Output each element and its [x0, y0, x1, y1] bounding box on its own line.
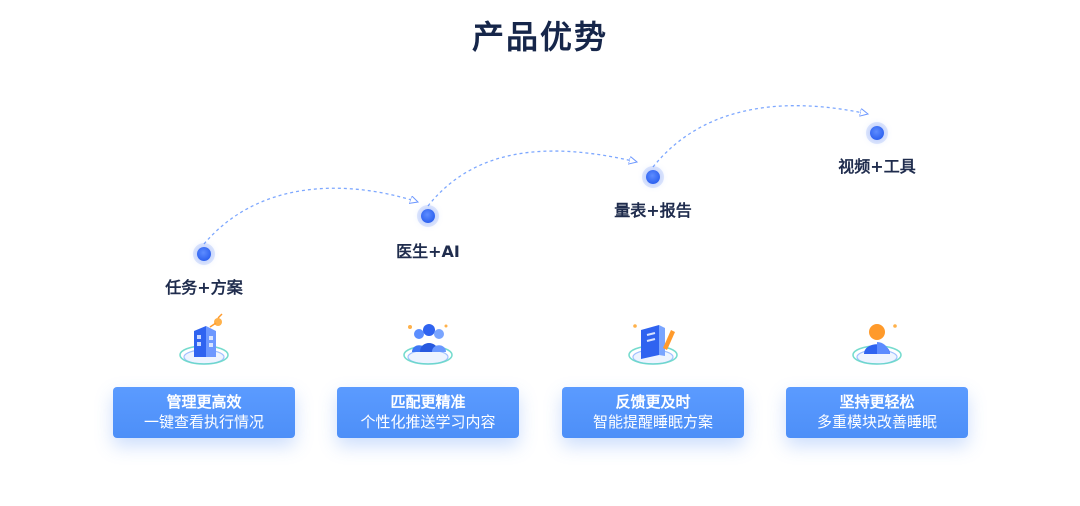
page-title: 产品优势 [471, 18, 608, 56]
advantage-card-1: 管理更高效 一键查看执行情况 [113, 387, 295, 438]
card-title: 匹配更精准 [390, 393, 466, 411]
step-label-3: 量表+报告 [614, 201, 692, 220]
arc-1 [203, 187, 418, 245]
card-subtitle: 一键查看执行情况 [143, 413, 264, 431]
user-icon [847, 312, 907, 372]
card-title: 管理更高效 [166, 393, 242, 411]
advantage-card-3: 反馈更及时 智能提醒睡眠方案 [562, 387, 744, 438]
arc-3 [652, 105, 868, 168]
book-pencil-icon [623, 312, 683, 372]
step-label-4: 视频+工具 [838, 157, 916, 176]
step-label-1: 任务+方案 [165, 278, 243, 297]
card-subtitle: 智能提醒睡眠方案 [592, 413, 713, 431]
card-title: 反馈更及时 [615, 393, 691, 411]
step-dot-2 [421, 209, 435, 223]
card-subtitle: 多重模块改善睡眠 [816, 413, 937, 431]
advantage-card-2: 匹配更精准 个性化推送学习内容 [337, 387, 519, 438]
people-group-icon [398, 312, 458, 372]
arc-2 [427, 150, 637, 207]
step-dot-4 [870, 126, 884, 140]
step-label-2: 医生+AI [396, 242, 460, 261]
advantage-card-4: 坚持更轻松 多重模块改善睡眠 [786, 387, 968, 438]
building-icon [174, 312, 234, 372]
card-title: 坚持更轻松 [839, 393, 915, 411]
step-dot-3 [646, 170, 660, 184]
step-dot-1 [197, 247, 211, 261]
card-subtitle: 个性化推送学习内容 [360, 413, 496, 431]
